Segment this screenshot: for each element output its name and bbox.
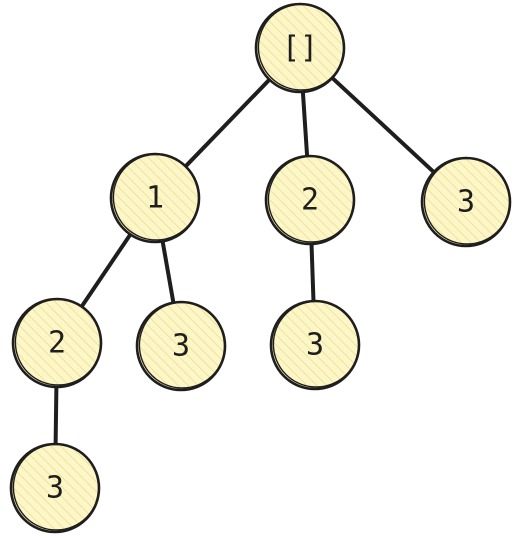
node-label: 3 [306,328,324,363]
edge-1-2-to-3 [53,382,59,449]
node-label: 1 [146,181,164,216]
node-label: 3 [46,471,64,506]
edge-2-to-3 [309,239,316,306]
node-label: 2 [301,183,319,218]
edge-root-to-1 [182,76,273,170]
nodes: [] 1 2 3 2 3 3 [9,2,512,534]
edge-1-to-2 [78,230,134,311]
node-label: [] [282,31,318,66]
node-label: 3 [172,329,190,364]
node-2-3: 3 [269,299,361,391]
node-label: 2 [48,326,66,361]
node-label: 3 [457,185,475,220]
node-1: 1 [109,152,201,244]
node-1-2-3: 3 [9,442,101,534]
node-1-3: 3 [135,300,227,392]
node-2: 2 [264,154,356,246]
edge-root-to-2 [300,87,310,161]
edge-root-to-3 [328,74,438,176]
edge-1-to-3 [160,237,176,307]
node-3: 3 [420,156,512,248]
node-1-2: 2 [11,297,103,389]
edges [53,74,438,449]
node-root: [] [254,2,346,94]
